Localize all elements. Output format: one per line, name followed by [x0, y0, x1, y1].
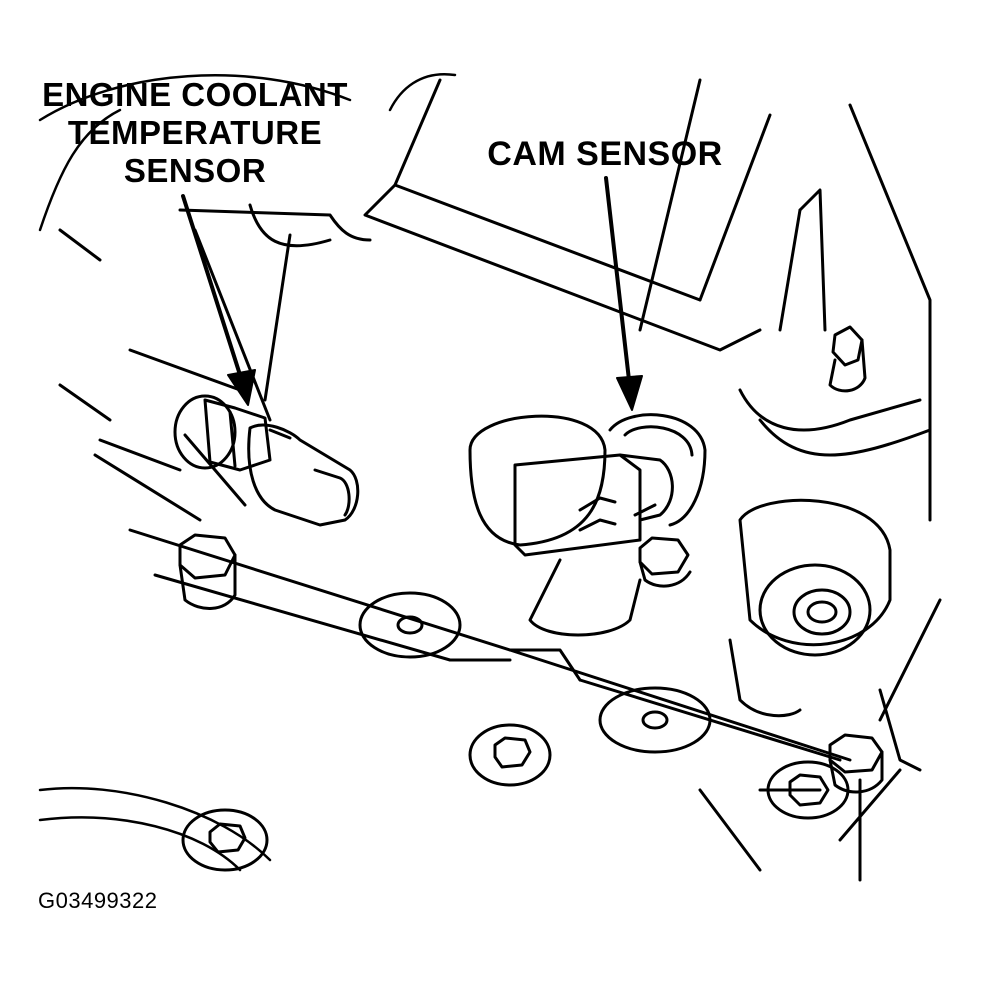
ect-leader-arrow	[181, 194, 256, 406]
ect-label-line2: TEMPERATURE	[67, 114, 323, 151]
engine-block-outline	[58, 78, 942, 882]
coolant-temperature-sensor	[173, 394, 360, 527]
engine-coolant-temperature-sensor-label: ENGINE COOLANT TEMPERATURE SENSOR	[30, 76, 360, 190]
bolt-right	[828, 733, 884, 794]
bolt-boss-top	[828, 325, 867, 393]
background-curves	[38, 72, 457, 232]
bolt-small-right	[766, 760, 850, 820]
bolt-cam	[638, 536, 692, 588]
bore-boss	[728, 498, 892, 718]
boss-under-cam	[528, 558, 642, 637]
figure-id: G03499322	[38, 888, 158, 913]
pulley-arcs	[38, 786, 272, 872]
cam-leader-arrow	[604, 176, 643, 411]
stud-holes	[181, 591, 712, 872]
ect-label-line1: ENGINE COOLANT	[42, 76, 348, 113]
ect-label-line3: SENSOR	[123, 152, 267, 189]
bolt-left	[178, 533, 237, 610]
cam-sensor-label: CAM SENSOR	[487, 135, 723, 173]
cam-sensor	[468, 413, 707, 557]
